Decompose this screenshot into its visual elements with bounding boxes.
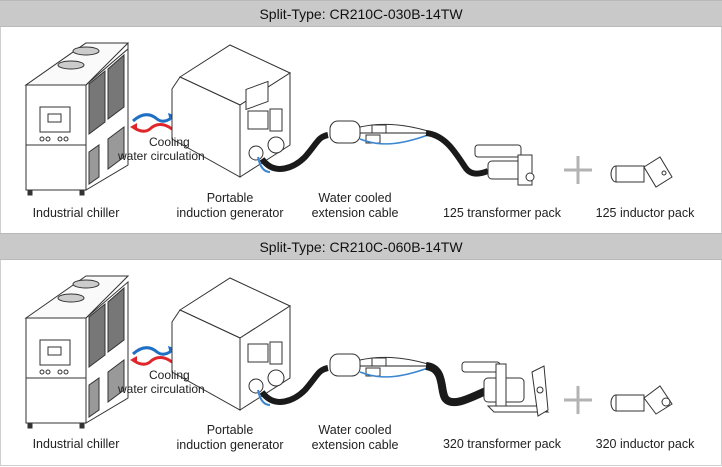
extension-cable-icon xyxy=(329,120,429,145)
label-inductor-pack: 320 inductor pack xyxy=(585,437,705,452)
hose-2 xyxy=(425,362,490,407)
section-2-illustration xyxy=(24,275,673,429)
label-line: 125 transformer pack xyxy=(442,206,562,220)
plus-icon xyxy=(564,156,592,184)
label-line: Industrial chiller xyxy=(32,437,120,451)
section-2-header: Split-Type: CR210C-060B-14TW xyxy=(0,233,722,260)
cooling-label-line-2: water circulation xyxy=(118,149,205,163)
section-1-title: Split-Type: CR210C-030B-14TW xyxy=(259,5,463,22)
label-line: 125 inductor pack xyxy=(595,206,695,220)
label-line: Water cooled xyxy=(318,191,392,205)
label-line: extension cable xyxy=(311,438,399,452)
section-1-illustration xyxy=(24,42,673,196)
inductor-pack-320-icon xyxy=(610,385,673,415)
label-transformer-pack: 125 transformer pack xyxy=(432,206,572,221)
label-line: Water cooled xyxy=(318,423,392,437)
label-line: Industrial chiller xyxy=(32,206,120,220)
cooling-flow-label: Cooling water circulation xyxy=(118,368,205,396)
industrial-chiller-icon xyxy=(24,275,130,429)
section-2: Cooling water circulation Industrial chi… xyxy=(0,260,722,465)
label-transformer-pack: 320 transformer pack xyxy=(432,437,572,452)
section-1-header: Split-Type: CR210C-030B-14TW xyxy=(0,0,722,27)
section-1: Cooling water circulation Industrial chi… xyxy=(0,27,722,233)
induction-generator-icon xyxy=(171,277,292,411)
cooling-flow-label: Cooling water circulation xyxy=(118,135,205,163)
label-line: 320 transformer pack xyxy=(442,437,562,451)
cooling-label-line-1: Cooling xyxy=(149,135,190,149)
cooling-label-line-2: water circulation xyxy=(118,382,205,396)
section-2-title: Split-Type: CR210C-060B-14TW xyxy=(259,238,463,255)
bottom-border xyxy=(0,465,722,466)
label-industrial-chiller: Industrial chiller xyxy=(8,206,144,221)
label-induction-generator: Portable induction generator xyxy=(160,423,300,453)
label-extension-cable: Water cooled extension cable xyxy=(295,191,415,221)
label-line: induction generator xyxy=(176,206,284,220)
label-induction-generator: Portable induction generator xyxy=(160,191,300,221)
label-line: induction generator xyxy=(176,438,284,452)
water-circulation-arrows-icon xyxy=(130,346,174,366)
label-industrial-chiller: Industrial chiller xyxy=(8,437,144,452)
label-line: extension cable xyxy=(311,206,399,220)
hose-1 xyxy=(259,365,329,405)
plus-icon xyxy=(564,386,592,414)
transformer-pack-320-icon xyxy=(461,361,550,417)
label-extension-cable: Water cooled extension cable xyxy=(295,423,415,453)
hose-2 xyxy=(425,130,490,177)
induction-generator-icon xyxy=(171,44,292,178)
hose-1 xyxy=(259,132,329,172)
inductor-pack-125-icon xyxy=(610,156,673,188)
cooling-label-line-1: Cooling xyxy=(149,368,190,382)
label-line: Portable xyxy=(206,191,254,205)
label-line: 320 inductor pack xyxy=(595,437,695,451)
industrial-chiller-icon xyxy=(24,42,130,196)
label-line: Portable xyxy=(206,423,254,437)
extension-cable-icon xyxy=(329,353,429,378)
transformer-pack-125-icon xyxy=(474,144,535,186)
water-circulation-arrows-icon xyxy=(130,113,174,133)
label-inductor-pack: 125 inductor pack xyxy=(585,206,705,221)
